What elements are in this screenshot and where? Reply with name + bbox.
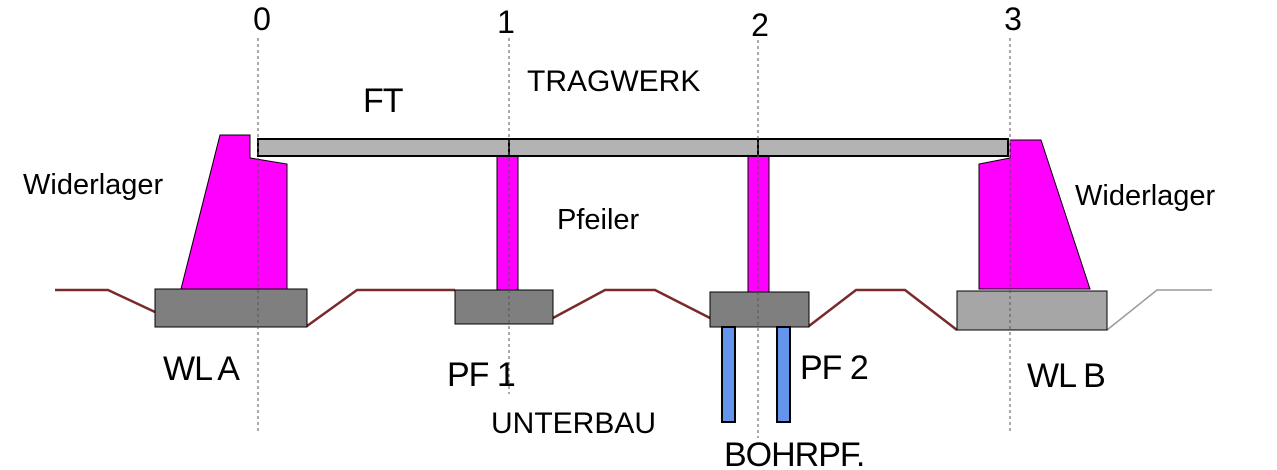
foundation-pf-2 xyxy=(709,291,810,328)
axis-label-2: 2 xyxy=(751,7,769,43)
label-pf-1: PF 1 xyxy=(447,356,515,394)
ground-profile xyxy=(55,288,156,314)
label-bohrpf: BOHRPF. xyxy=(724,436,864,470)
foundation-wl-a xyxy=(154,288,308,328)
label-widerlager-left: Widerlager xyxy=(23,169,164,201)
abutment-left xyxy=(180,134,288,290)
bored-pile-left xyxy=(721,326,736,423)
axis-label-3: 3 xyxy=(1004,1,1022,37)
label-pfeiler: Pfeiler xyxy=(557,204,640,236)
label-wl-b: WL B xyxy=(1027,357,1105,395)
label-wl-a: WL A xyxy=(163,350,240,388)
pier-1 xyxy=(496,154,519,291)
deck xyxy=(257,138,1009,157)
label-ft: FT xyxy=(363,82,403,120)
axis-label-0: 0 xyxy=(253,1,271,37)
ground-profile xyxy=(306,288,455,328)
label-widerlager-right: Widerlager xyxy=(1075,180,1216,212)
foundation-wl-b xyxy=(956,290,1108,331)
label-pf-2: PF 2 xyxy=(800,349,868,387)
abutment-right xyxy=(978,139,1091,290)
ground-profile xyxy=(552,288,711,320)
label-unterbau: UNTERBAU xyxy=(491,407,656,440)
label-tragwerk: TRAGWERK xyxy=(527,65,700,98)
axis-label-1: 1 xyxy=(497,4,515,40)
bored-pile-right xyxy=(776,326,791,423)
ground-profile xyxy=(1106,289,1212,331)
ground-profile xyxy=(808,288,958,331)
foundation-pf-1 xyxy=(454,289,554,325)
pier-2 xyxy=(747,154,770,293)
